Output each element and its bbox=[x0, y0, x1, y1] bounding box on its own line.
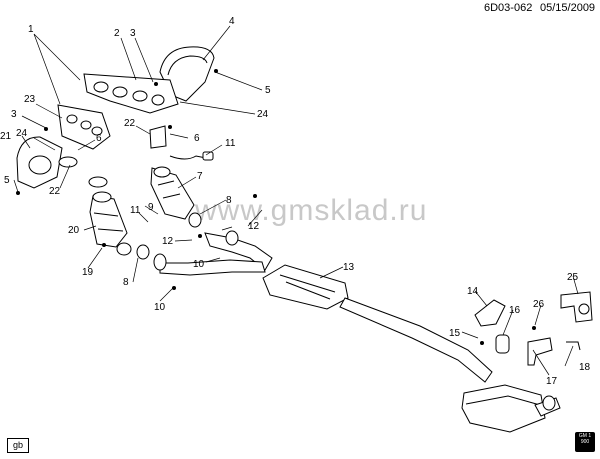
callout-5b: 5 bbox=[4, 175, 10, 186]
callout-1: 1 bbox=[28, 24, 34, 35]
callout-14: 14 bbox=[467, 286, 479, 297]
callout-22b: 22 bbox=[49, 186, 61, 197]
gm-logo: GM 1 900 bbox=[575, 432, 595, 452]
callout-11: 11 bbox=[225, 138, 236, 149]
callout-3b: 3 bbox=[11, 109, 17, 120]
callout-2: 2 bbox=[114, 28, 120, 39]
callout-16: 16 bbox=[509, 305, 521, 316]
right-exhaust-manifold bbox=[83, 73, 179, 114]
callout-8b: 8 bbox=[123, 277, 129, 288]
resonator bbox=[262, 264, 349, 310]
callout-24: 24 bbox=[257, 109, 269, 120]
callout-7: 7 bbox=[197, 171, 203, 182]
leader-lines bbox=[13, 25, 579, 376]
rear-muffler bbox=[461, 384, 546, 433]
manifold-gasket bbox=[58, 156, 78, 168]
fasteners bbox=[16, 69, 536, 345]
callout-5: 5 bbox=[265, 85, 271, 96]
callout-13: 13 bbox=[343, 262, 355, 273]
watermark: www.gmsklad.ru bbox=[194, 194, 427, 227]
callout-25: 25 bbox=[567, 272, 579, 283]
callout-10: 10 bbox=[193, 259, 205, 270]
callout-10b: 10 bbox=[154, 302, 166, 313]
diagram-id: 6D03-062 bbox=[484, 2, 533, 14]
hanger-insulator bbox=[495, 334, 510, 354]
callout-19: 19 bbox=[82, 267, 94, 278]
callout-11b: 11 bbox=[130, 205, 141, 216]
rear-hanger bbox=[560, 291, 593, 323]
oxygen-sensor-upper bbox=[169, 155, 207, 160]
language-code-box: gb bbox=[7, 438, 29, 453]
upper-heat-shield bbox=[159, 46, 215, 102]
intermediate-pipe bbox=[339, 297, 493, 383]
left-catalytic-converter bbox=[89, 195, 128, 248]
callout-3: 3 bbox=[130, 28, 136, 39]
catalytic-gasket bbox=[188, 212, 202, 228]
callout-12: 12 bbox=[248, 221, 260, 232]
callout-23: 23 bbox=[24, 94, 36, 105]
callout-12b: 12 bbox=[162, 236, 174, 247]
callout-15: 15 bbox=[449, 328, 461, 339]
callout-4: 4 bbox=[229, 16, 235, 27]
right-catalytic-converter bbox=[150, 167, 195, 220]
callout-17: 17 bbox=[546, 376, 558, 387]
callout-8: 8 bbox=[226, 195, 232, 206]
callout-20: 20 bbox=[68, 225, 80, 236]
front-y-pipe bbox=[204, 232, 273, 271]
callout-18: 18 bbox=[579, 362, 591, 373]
callout-6b: 6 bbox=[96, 133, 102, 144]
callout-24a: 24 bbox=[16, 128, 28, 139]
callout-21: 21 bbox=[0, 131, 12, 142]
callout-26: 26 bbox=[533, 299, 545, 310]
hanger-rod bbox=[566, 341, 581, 351]
callout-9: 9 bbox=[148, 202, 154, 213]
callout-22: 22 bbox=[124, 118, 136, 129]
callout-labels: 1 2 3 4 5 24 23 3 22 6 24 21 6 11 5 22 7… bbox=[0, 16, 591, 387]
diagram-date: 05/15/2009 bbox=[540, 2, 596, 14]
hanger-bracket bbox=[474, 299, 506, 327]
callout-6: 6 bbox=[194, 133, 200, 144]
